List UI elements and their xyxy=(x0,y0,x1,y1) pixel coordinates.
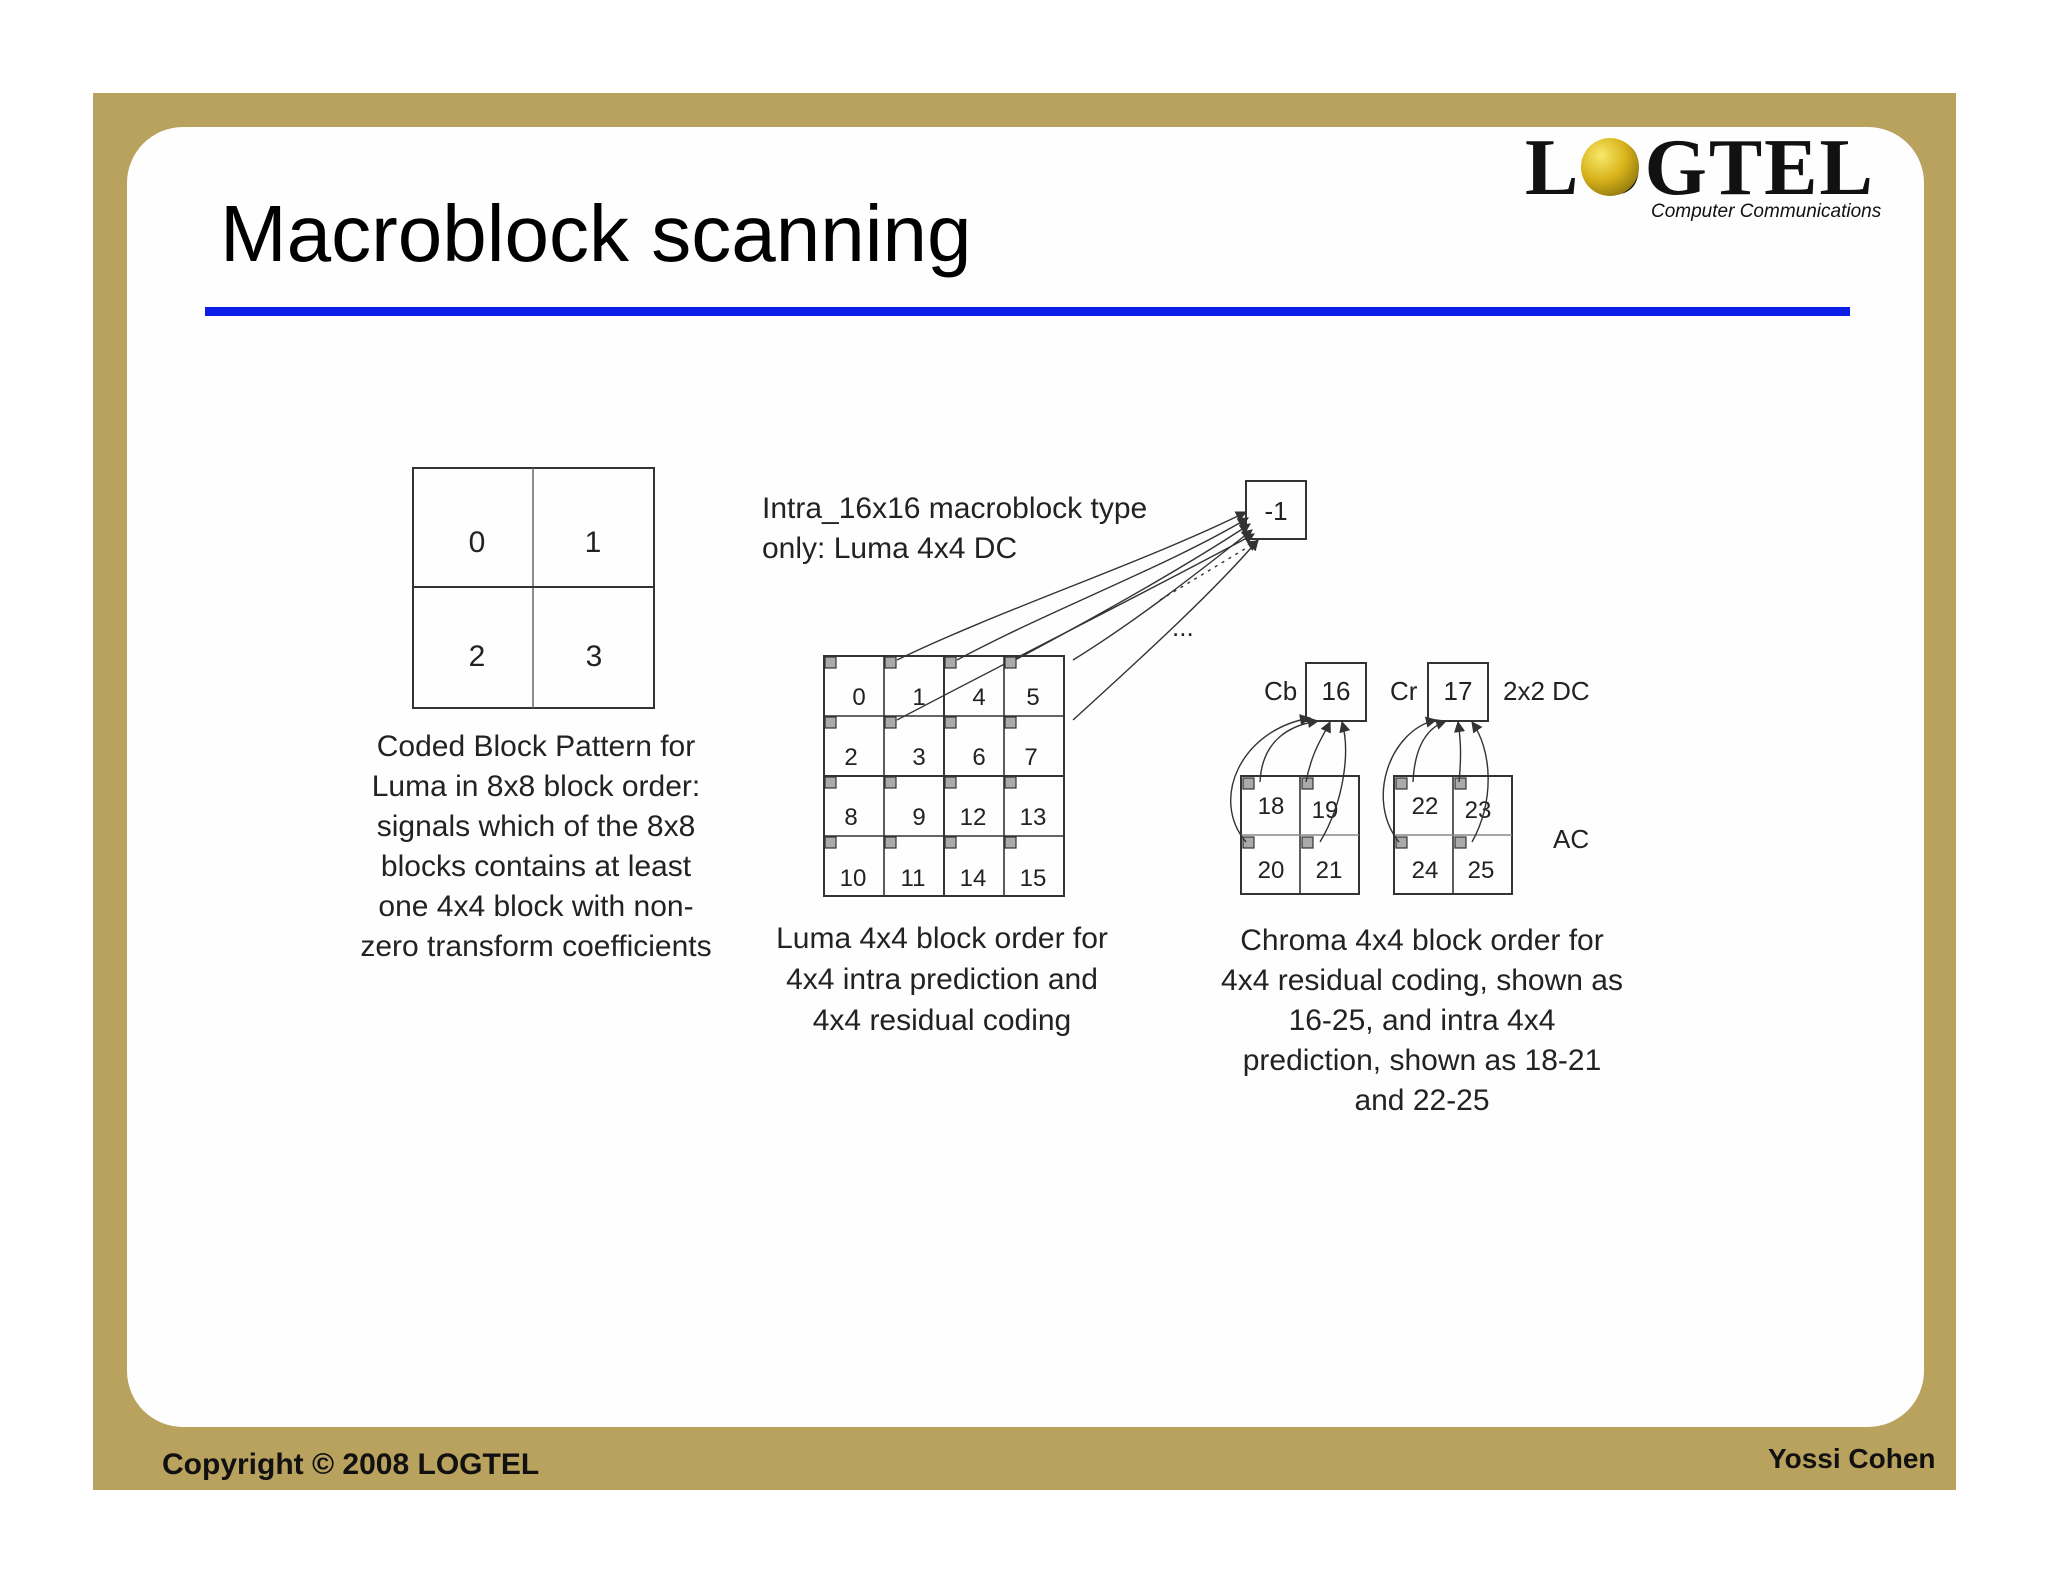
luma-block-number: 7 xyxy=(1024,744,1037,771)
luma-ellipsis: ... xyxy=(1172,612,1194,642)
cr-arrow xyxy=(1453,720,1466,783)
luma-block-number: 11 xyxy=(901,865,926,892)
luma-dc-block xyxy=(1245,480,1307,540)
cb-ac-number: 19 xyxy=(1312,797,1339,824)
luma-block-number: 15 xyxy=(1020,865,1047,892)
cr-ac-number: 22 xyxy=(1412,793,1439,820)
cb-dc-label: 16 xyxy=(1322,676,1351,706)
cb-arrow xyxy=(1305,720,1331,783)
chroma-caption-line: and 22-25 xyxy=(1354,1084,1489,1117)
cr-ac-number: 25 xyxy=(1468,857,1495,884)
luma-corner-markers xyxy=(824,656,1017,849)
luma-block-number: 10 xyxy=(840,865,867,892)
cb-ac-number: 21 xyxy=(1316,857,1343,884)
cb-arrow xyxy=(1259,716,1320,783)
dc-arrow xyxy=(1072,539,1259,721)
luma-block-number: 9 xyxy=(912,804,925,831)
luma-caption: Luma 4x4 block order for 4x4 intra predi… xyxy=(776,922,1108,1037)
cr-arrow xyxy=(1412,719,1448,783)
cbp-caption-line: Luma in 8x8 block order: xyxy=(372,770,701,803)
cbp-block-0: 0 xyxy=(469,526,486,559)
dc-arrow xyxy=(1159,540,1259,601)
logo-tagline: Computer Communications xyxy=(1651,201,1882,222)
cbp-diagram: 0 1 2 3 Coded Block Pattern for Luma in … xyxy=(360,467,712,963)
luma-block-number: 8 xyxy=(844,804,857,831)
dc-arrow xyxy=(896,533,1255,721)
cr-arrow xyxy=(1382,716,1438,843)
luma-dc-note-line: only: Luma 4x4 DC xyxy=(762,532,1017,565)
luma-caption-line: 4x4 intra prediction and xyxy=(786,963,1098,996)
cbp-caption: Coded Block Pattern for Luma in 8x8 bloc… xyxy=(360,730,711,963)
luma-block-number: 4 xyxy=(972,684,985,711)
luma-block-number: 12 xyxy=(960,804,987,831)
luma-block-number: 14 xyxy=(960,865,987,892)
luma-block-number: 6 xyxy=(972,744,985,771)
luma-block-number: 13 xyxy=(1020,804,1047,831)
luma-caption-line: 4x4 residual coding xyxy=(813,1004,1072,1037)
slide-title: Macroblock scanning xyxy=(220,189,972,278)
luma-block-number: 1 xyxy=(912,684,925,711)
cbp-caption-line: signals which of the 8x8 xyxy=(377,810,696,843)
chroma-caption-line: prediction, shown as 18-21 xyxy=(1243,1044,1602,1077)
cb-arrow xyxy=(1230,714,1312,843)
luma-dc-note-line: Intra_16x16 macroblock type xyxy=(762,492,1147,525)
footer-author: Yossi Cohen xyxy=(1768,1443,1936,1474)
luma-block-number: 2 xyxy=(844,744,857,771)
luma-caption-line: Luma 4x4 block order for xyxy=(776,922,1108,955)
cbp-caption-line: blocks contains at least xyxy=(381,850,692,883)
dc-arrow xyxy=(1014,523,1251,661)
chroma-caption-line: 16-25, and intra 4x4 xyxy=(1289,1004,1556,1037)
globe-icon xyxy=(1581,138,1639,196)
luma-block-number: 3 xyxy=(912,744,925,771)
cb-ac-number: 20 xyxy=(1258,857,1285,884)
cb-arrow xyxy=(1319,720,1351,843)
cr-arrow xyxy=(1471,721,1489,843)
cbp-caption-line: Coded Block Pattern for xyxy=(377,730,696,763)
luma-dc-block-label: -1 xyxy=(1264,496,1287,526)
cb-ac-number: 18 xyxy=(1258,793,1285,820)
luma-block-number: 5 xyxy=(1026,684,1039,711)
chroma-caption-line: 4x4 residual coding, shown as xyxy=(1221,964,1623,997)
cbp-block-1: 1 xyxy=(585,526,602,559)
cbp-block-3: 3 xyxy=(586,640,603,673)
dc-arrow xyxy=(956,517,1249,661)
dc-2x2-label: 2x2 DC xyxy=(1503,676,1590,706)
cb-label: Cb xyxy=(1264,676,1297,706)
luma-diagram: Intra_16x16 macroblock type only: Luma 4… xyxy=(762,480,1307,1037)
cbp-caption-line: one 4x4 block with non- xyxy=(378,890,693,923)
logtel-logo: LOGTEL Computer Communications xyxy=(1525,128,1885,228)
cb-dc-block xyxy=(1305,662,1367,722)
cr-ac-number: 24 xyxy=(1412,857,1439,884)
luma-block-number: 0 xyxy=(852,684,865,711)
footer-copyright: Copyright © 2008 LOGTEL xyxy=(162,1448,540,1481)
cr-dc-label: 17 xyxy=(1444,676,1473,706)
dc-arrow xyxy=(896,511,1248,661)
chroma-caption: Chroma 4x4 block order for 4x4 residual … xyxy=(1221,924,1623,1117)
title-rule xyxy=(205,307,1850,316)
cr-label: Cr xyxy=(1390,676,1418,706)
chroma-caption-line: Chroma 4x4 block order for xyxy=(1240,924,1604,957)
cr-ac-number: 23 xyxy=(1465,797,1492,824)
chroma-diagram: Cb 16 Cr 17 2x2 DC 18 19 20 21 22 23 24 … xyxy=(1221,662,1623,1117)
cbp-block-2: 2 xyxy=(469,640,486,673)
cbp-caption-line: zero transform coefficients xyxy=(360,930,711,963)
ac-label: AC xyxy=(1553,824,1589,854)
